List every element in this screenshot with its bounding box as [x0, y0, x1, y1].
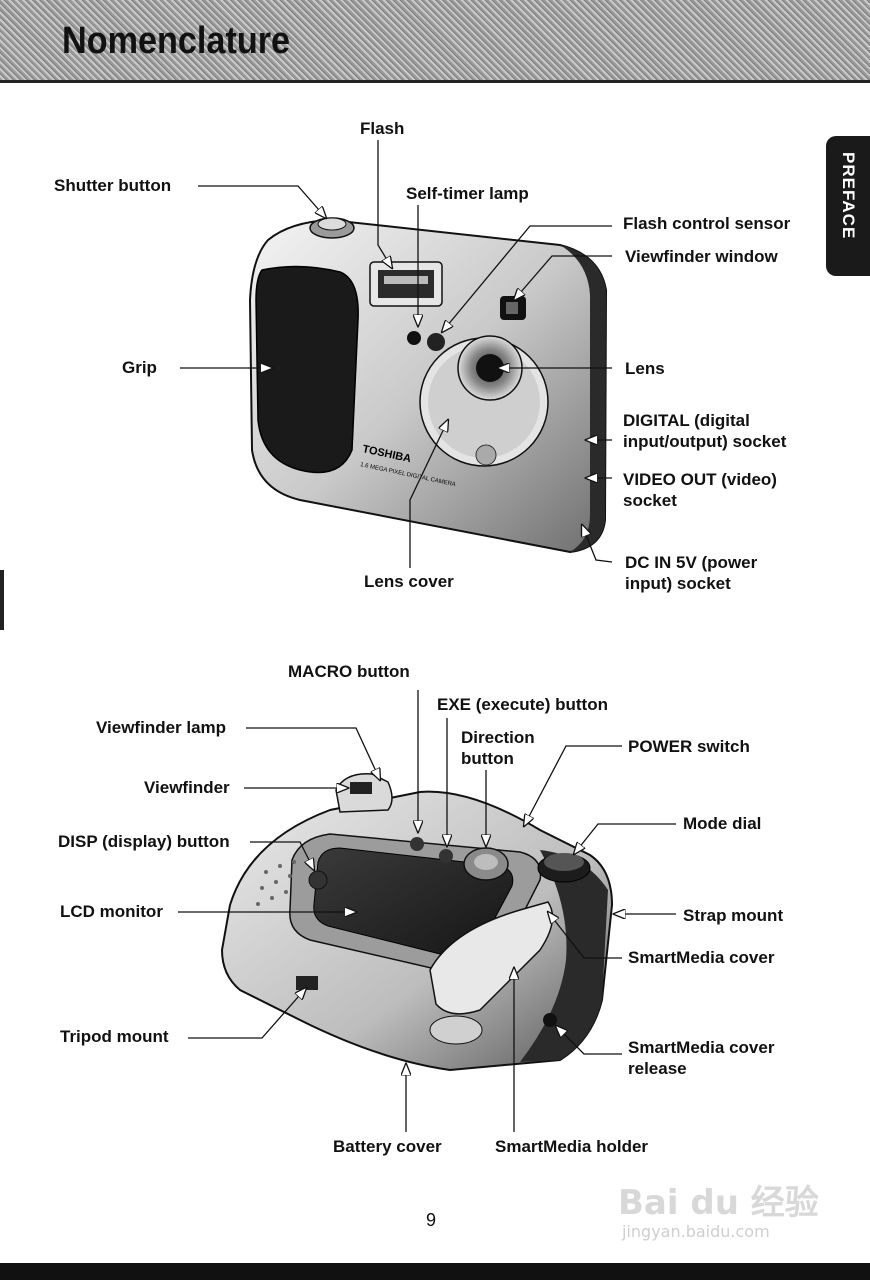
- label-tripod-mount: Tripod mount: [60, 1027, 169, 1046]
- label-viewfinder-window: Viewfinder window: [625, 247, 778, 266]
- label-disp-button: DISP (display) button: [58, 832, 230, 851]
- label-strap-mount: Strap mount: [683, 906, 784, 925]
- label-flash-control-sensor: Flash control sensor: [623, 214, 791, 233]
- label-flash: Flash: [360, 119, 405, 138]
- page-number: 9: [426, 1210, 437, 1230]
- label-dc-in-socket: DC IN 5V (power input) socket: [625, 553, 758, 593]
- label-digital-socket: DIGITAL (digital input/output) socket: [623, 411, 787, 451]
- label-lens: Lens: [625, 359, 665, 378]
- camera-front-illustration: TOSHIBA 1.6 MEGA PIXEL DIGITAL CAMERA: [248, 217, 608, 554]
- label-smartmedia-cover-release: SmartMedia cover release: [628, 1038, 775, 1078]
- label-lcd-monitor: LCD monitor: [60, 902, 163, 921]
- label-viewfinder-lamp: Viewfinder lamp: [96, 718, 227, 737]
- back-leader-lines: [178, 690, 676, 1132]
- label-battery-cover: Battery cover: [333, 1137, 442, 1156]
- page-title: Nomenclature: [62, 20, 291, 62]
- label-video-out-socket: VIDEO OUT (video) socket: [623, 470, 777, 510]
- watermark-logo: Bai du 经验: [618, 1183, 819, 1223]
- label-smartmedia-cover: SmartMedia cover: [628, 948, 775, 967]
- label-power-switch: POWER switch: [628, 737, 750, 756]
- label-lens-cover: Lens cover: [364, 572, 454, 591]
- label-shutter-button: Shutter button: [54, 176, 172, 195]
- label-grip: Grip: [122, 358, 157, 377]
- label-macro-button: MACRO button: [288, 662, 410, 681]
- header-rule: [0, 80, 870, 83]
- header-band: [0, 0, 870, 80]
- section-tab-label: PREFACE: [839, 152, 858, 240]
- label-direction-button: Direction button: [461, 728, 535, 768]
- section-tab: PREFACE: [826, 136, 870, 276]
- label-viewfinder: Viewfinder: [144, 778, 230, 797]
- front-leader-lines: [180, 140, 613, 568]
- watermark-url: jingyan.baidu.com: [622, 1222, 770, 1241]
- label-self-timer-lamp: Self-timer lamp: [406, 184, 529, 203]
- footer-band: [0, 1263, 870, 1280]
- label-smartmedia-holder: SmartMedia holder: [495, 1137, 649, 1156]
- label-exe-button: EXE (execute) button: [437, 695, 608, 714]
- label-mode-dial: Mode dial: [683, 814, 762, 833]
- camera-back-illustration: [220, 773, 614, 1072]
- scan-edge-mark: [0, 570, 4, 630]
